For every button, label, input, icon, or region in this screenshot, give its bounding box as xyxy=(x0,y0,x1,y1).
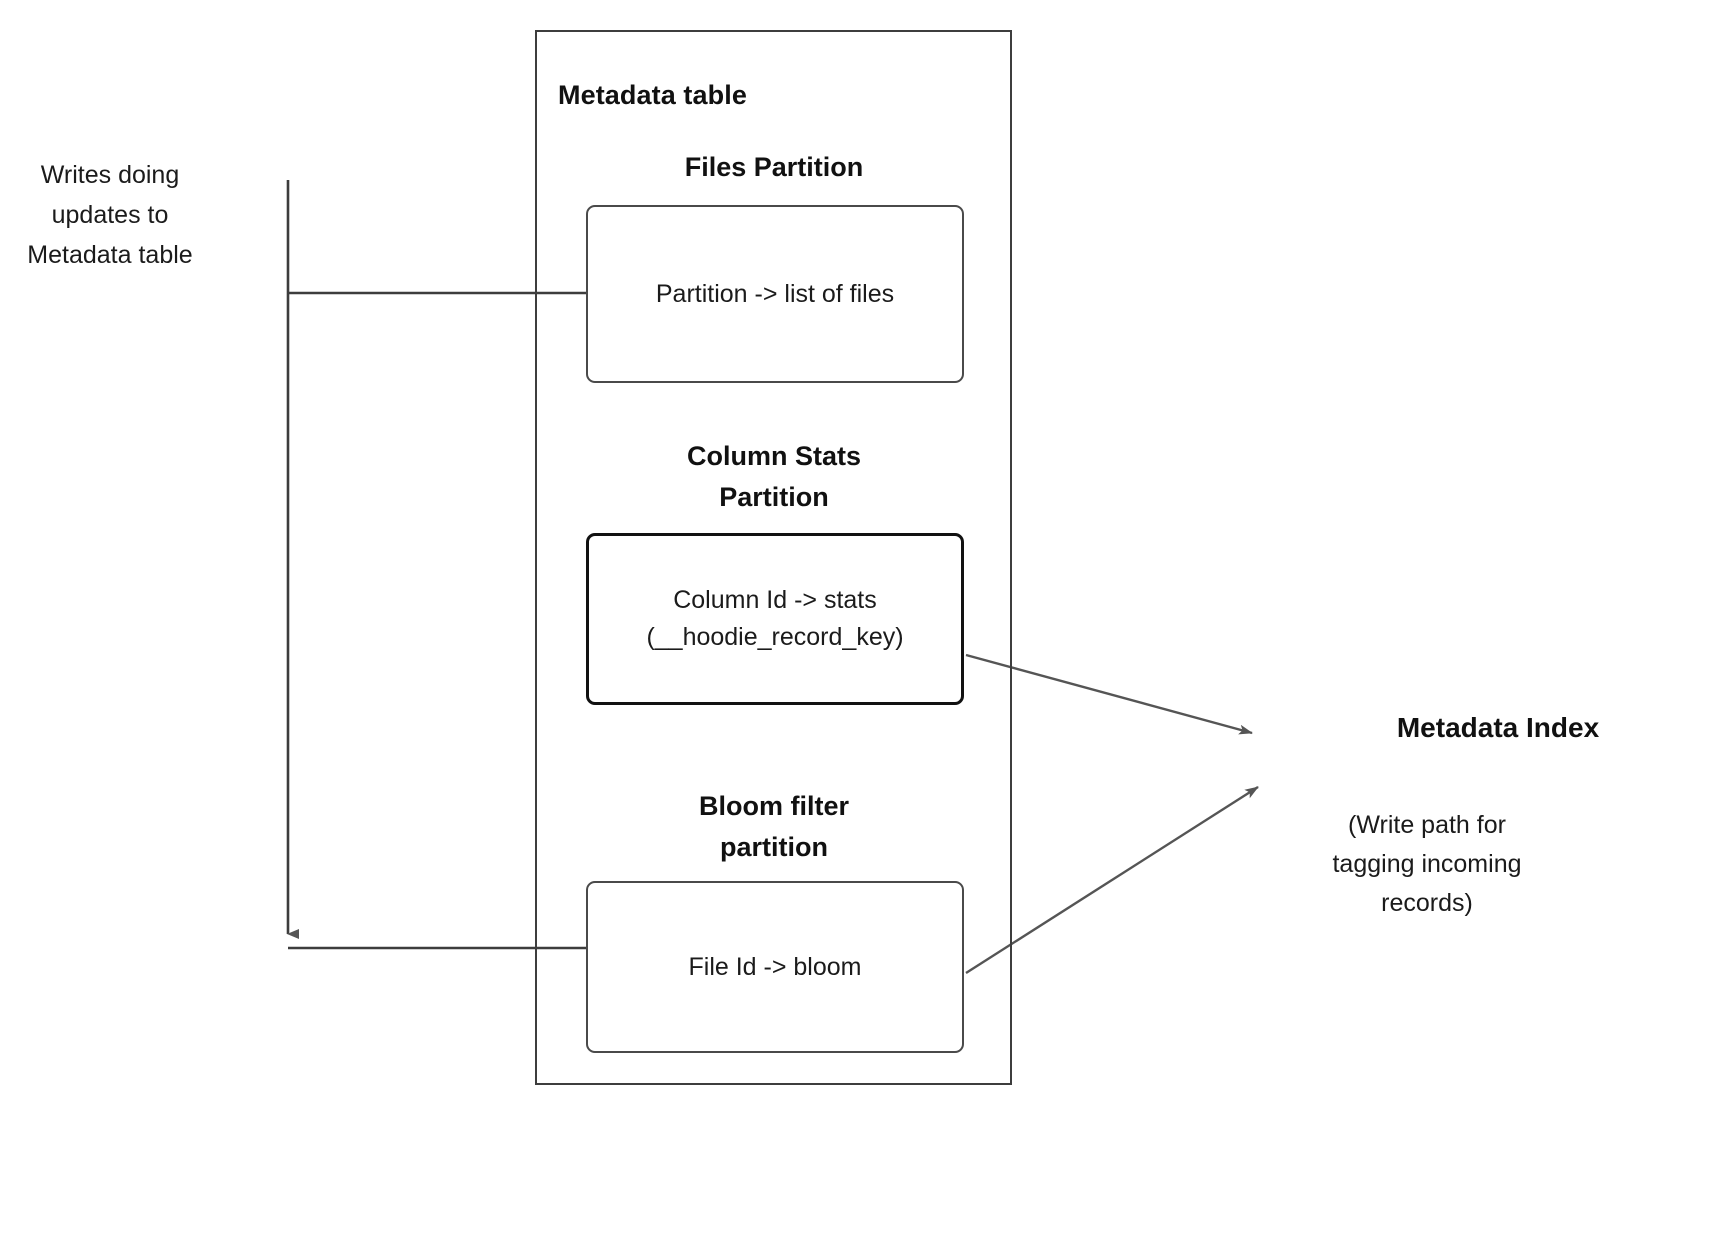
bloom-filter-partition-box: File Id -> bloom xyxy=(586,881,964,1053)
metadata-table-container xyxy=(535,30,1012,1085)
metadata-index-title: Metadata Index xyxy=(1396,712,1600,743)
files-partition-box: Partition -> list of files xyxy=(586,205,964,383)
files-partition-heading: Files Partition xyxy=(684,152,864,182)
column-stats-partition-box: Column Id -> stats (__hoodie_record_key) xyxy=(586,533,964,705)
metadata-index-caption: (Write path for tagging incoming records… xyxy=(1332,811,1522,917)
bloom-filter-partition-heading: Bloom filter partition xyxy=(698,791,849,862)
column-stats-partition-heading: Column Stats Partition xyxy=(686,441,861,512)
metadata-table-title: Metadata table xyxy=(558,80,747,110)
writes-source-label: Writes doing updates to Metadata table xyxy=(27,161,193,269)
